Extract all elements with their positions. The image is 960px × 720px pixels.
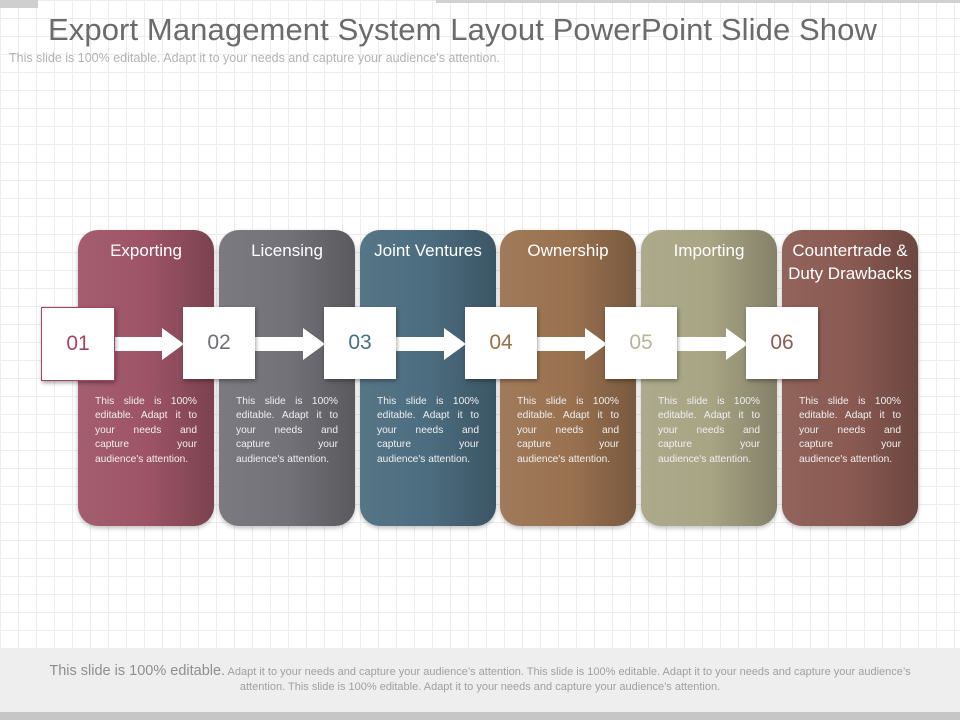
step-title: Joint Ventures xyxy=(374,241,482,260)
step-description: This slide is 100% editable. Adapt it to… xyxy=(236,396,338,465)
step-title: Importing xyxy=(673,241,745,260)
arrow-right-icon xyxy=(253,328,325,360)
arrow-right-icon xyxy=(676,328,748,360)
bottom-bar xyxy=(0,712,960,720)
slide-subtitle: This slide is 100% editable. Adapt it to… xyxy=(9,51,500,65)
top-rule xyxy=(436,0,960,3)
step-description: This slide is 100% editable. Adapt it to… xyxy=(799,396,901,465)
slide-title: Export Management System Layout PowerPoi… xyxy=(48,12,877,47)
footer-lead: This slide is 100% editable. xyxy=(49,663,226,679)
footer-text: This slide is 100% editable. Adapt it to… xyxy=(30,664,930,695)
footer-body: Adapt it to your needs and capture your … xyxy=(227,666,911,693)
step-description: This slide is 100% editable. Adapt it to… xyxy=(517,396,619,465)
step-description: This slide is 100% editable. Adapt it to… xyxy=(377,396,479,465)
step-number: 04 xyxy=(465,307,537,379)
step-number: 03 xyxy=(324,307,396,379)
step-title: Exporting xyxy=(110,241,182,260)
step-title: Ownership xyxy=(527,241,609,260)
footer-band: This slide is 100% editable. Adapt it to… xyxy=(0,648,960,712)
step-number: 02 xyxy=(183,307,255,379)
arrow-right-icon xyxy=(394,328,466,360)
step-description: This slide is 100% editable. Adapt it to… xyxy=(658,396,760,465)
arrow-right-icon xyxy=(535,328,607,360)
step-description: This slide is 100% editable. Adapt it to… xyxy=(95,396,197,465)
step-title: Licensing xyxy=(251,241,323,260)
step-number: 06 xyxy=(746,307,818,379)
step-number: 05 xyxy=(605,307,677,379)
step-number: 01 xyxy=(41,307,115,381)
arrow-right-icon xyxy=(112,328,184,360)
step-card-countertrade: Countertrade & Duty Drawbacks This slide… xyxy=(782,230,918,526)
corner-decoration xyxy=(0,0,38,8)
step-title: Countertrade & Duty Drawbacks xyxy=(788,241,912,283)
